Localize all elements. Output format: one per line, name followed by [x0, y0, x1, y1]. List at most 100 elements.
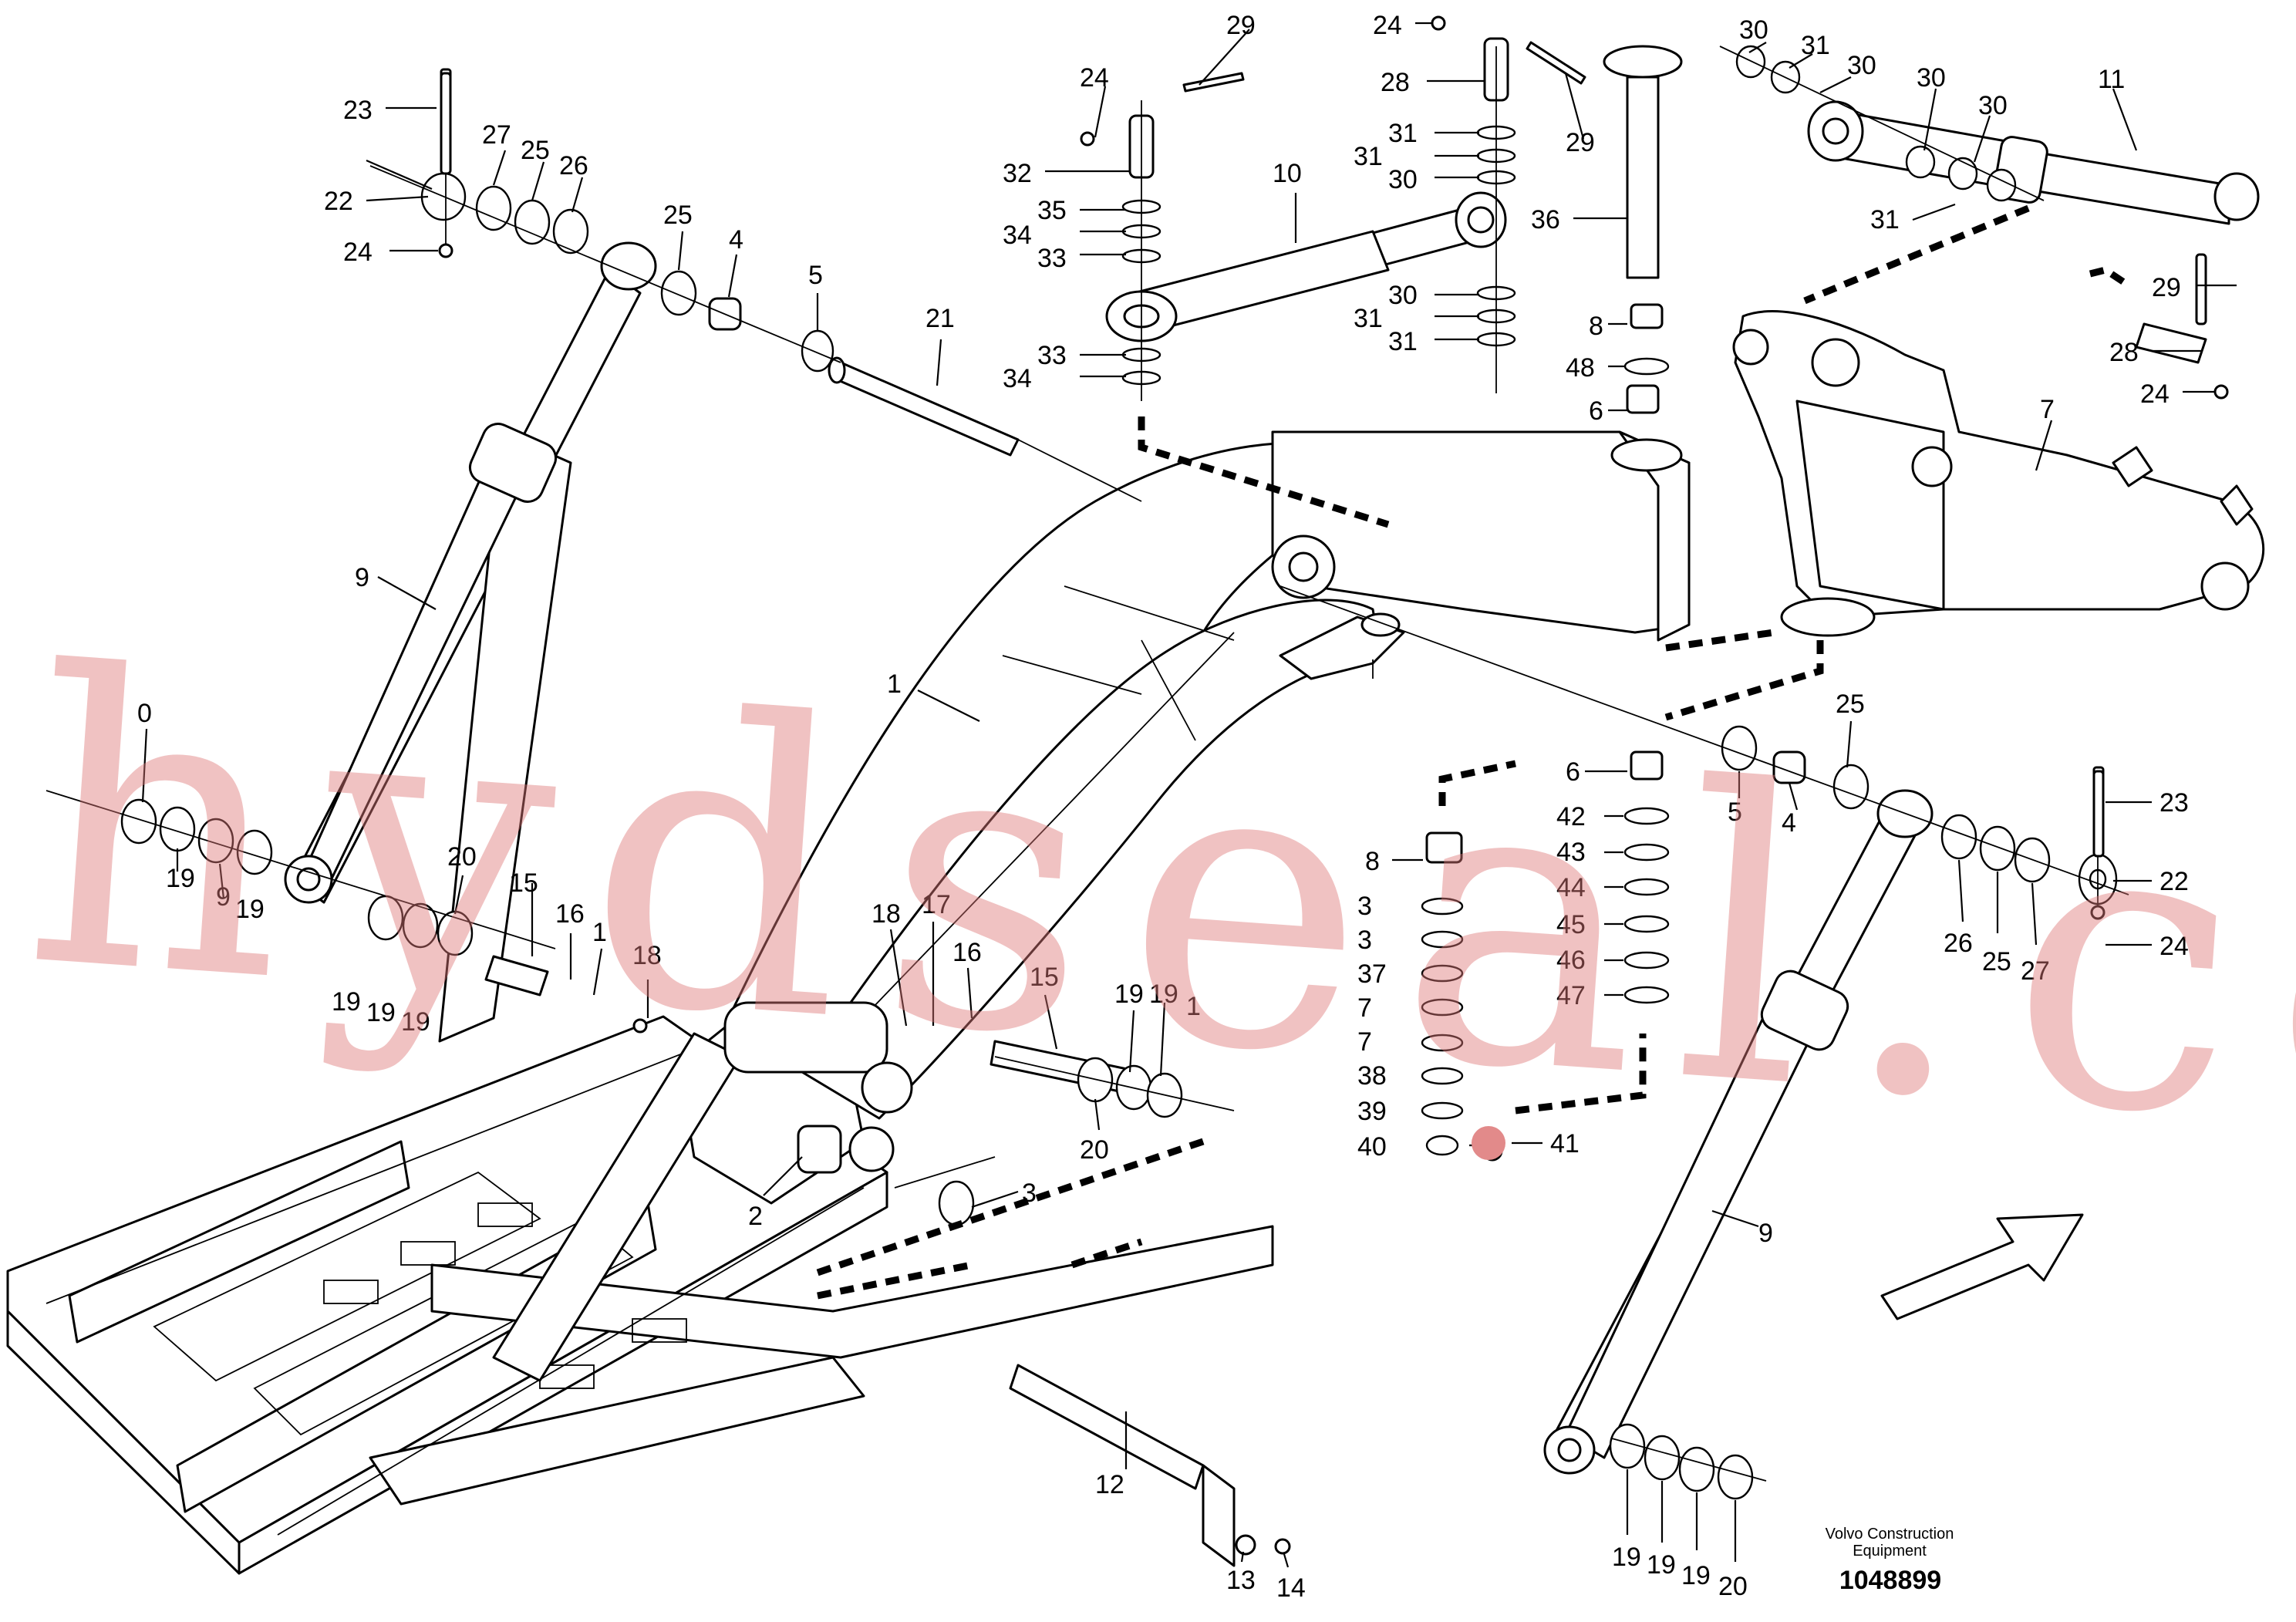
- callout-36: 36: [1531, 205, 1560, 234]
- callout-8: 8: [1365, 847, 1380, 876]
- callout-10: 10: [1273, 159, 1302, 188]
- callout-31: 31: [1870, 205, 1900, 234]
- callout-24: 24: [2159, 932, 2189, 961]
- callout-29: 29: [1226, 11, 1256, 40]
- callout-19: 19: [366, 998, 396, 1027]
- callout-33: 33: [1037, 341, 1067, 370]
- brand-label: Volvo Construction Equipment: [1774, 1526, 2005, 1560]
- callout-7: 7: [1357, 1027, 1372, 1057]
- brand-line-2: Equipment: [1853, 1543, 1927, 1560]
- callout-7: 7: [1357, 993, 1372, 1023]
- callout-31: 31: [1801, 31, 1830, 60]
- callout-19: 19: [1612, 1543, 1641, 1572]
- hose-routing-dashed: [816, 204, 2131, 1300]
- callout-11: 11: [2098, 65, 2125, 94]
- callout-29: 29: [2152, 273, 2181, 302]
- callout-32: 32: [1003, 159, 1032, 188]
- callout-41-dot: [1472, 1126, 1505, 1160]
- callout-13: 13: [1226, 1566, 1256, 1595]
- callout-24: 24: [343, 238, 373, 267]
- callout-25: 25: [1982, 947, 2011, 976]
- callout-31: 31: [1388, 119, 1418, 148]
- callout-34: 34: [1003, 364, 1032, 393]
- callout-19: 19: [1681, 1561, 1711, 1590]
- callout-23: 23: [343, 96, 373, 125]
- callout-39: 39: [1357, 1097, 1387, 1126]
- callout-19: 19: [166, 864, 195, 893]
- callout-9: 9: [216, 882, 231, 912]
- callout-29: 29: [1566, 128, 1595, 157]
- leader-lines: [141, 22, 2237, 1568]
- callout-16: 16: [952, 938, 982, 967]
- callout-45: 45: [1556, 910, 1586, 939]
- callout-31: 31: [1354, 304, 1383, 333]
- callout-23: 23: [2159, 788, 2189, 818]
- callout-8: 8: [1589, 312, 1603, 341]
- callout-19: 19: [235, 895, 265, 924]
- callout-2: 2: [748, 1202, 763, 1231]
- callout-4: 4: [1782, 808, 1796, 838]
- offset-cylinder-10: [1105, 191, 1507, 342]
- callout-3: 3: [1022, 1179, 1037, 1208]
- callout-28: 28: [2109, 338, 2139, 367]
- callout-19: 19: [1114, 980, 1144, 1009]
- callout-21: 21: [925, 304, 955, 333]
- assembly-axes: [46, 46, 2129, 1482]
- callout-6: 6: [1566, 757, 1580, 787]
- callout-48: 48: [1566, 353, 1595, 383]
- callout-6: 6: [1589, 396, 1603, 426]
- callout-44: 44: [1556, 873, 1586, 902]
- callout-5: 5: [808, 261, 823, 290]
- brand-line-1: Volvo Construction: [1825, 1526, 1954, 1543]
- callout-27: 27: [482, 120, 511, 150]
- callout-18: 18: [872, 899, 901, 929]
- callout-22: 22: [2159, 867, 2189, 896]
- boom-cylinder-right: [1543, 789, 1934, 1475]
- callout-15: 15: [1030, 963, 1059, 992]
- callout-15: 15: [509, 868, 538, 898]
- callout-34: 34: [1003, 221, 1032, 250]
- callout-5: 5: [1728, 798, 1742, 827]
- callout-26: 26: [559, 151, 588, 180]
- fasteners: [438, 15, 2229, 1556]
- callout-47: 47: [1556, 981, 1586, 1010]
- callout-24: 24: [1080, 63, 1109, 93]
- callout-4: 4: [729, 225, 743, 255]
- callout-30: 30: [1388, 165, 1418, 194]
- callout-30: 30: [1388, 281, 1418, 310]
- callout-16: 16: [555, 899, 585, 929]
- callout-19: 19: [1647, 1550, 1676, 1580]
- callout-9: 9: [1758, 1219, 1773, 1248]
- callout-24: 24: [1373, 11, 1402, 40]
- callout-7: 7: [2040, 395, 2055, 424]
- callout-35: 35: [1037, 196, 1067, 225]
- callout-20: 20: [1718, 1572, 1748, 1601]
- callout-24: 24: [2140, 379, 2170, 409]
- callout-30: 30: [1978, 91, 2008, 120]
- callout-25: 25: [521, 136, 550, 165]
- callout-1: 1: [592, 918, 607, 947]
- callouts: 29 24 32 35 34 33 33 34 10 24 28 31 31 3…: [137, 11, 2189, 1603]
- callout-20: 20: [1080, 1135, 1109, 1165]
- callout-14: 14: [1276, 1573, 1306, 1603]
- callout-1: 1: [887, 669, 902, 699]
- callout-37: 37: [1357, 959, 1387, 989]
- callout-19: 19: [401, 1007, 430, 1037]
- callout-30: 30: [1739, 15, 1768, 45]
- callout-27: 27: [2021, 956, 2050, 986]
- callout-43: 43: [1556, 838, 1586, 867]
- illustration-reference-number: 1048899: [1839, 1566, 1942, 1595]
- callout-17: 17: [922, 890, 951, 919]
- callout-38: 38: [1357, 1061, 1387, 1091]
- callout-12: 12: [1095, 1470, 1124, 1499]
- callout-30: 30: [1847, 51, 1876, 80]
- callout-46: 46: [1556, 946, 1586, 975]
- callout-9: 9: [355, 563, 369, 592]
- callout-19: 19: [332, 987, 361, 1017]
- callout-1: 1: [1186, 992, 1201, 1021]
- callout-20: 20: [447, 842, 477, 872]
- callout-19: 19: [1149, 980, 1178, 1009]
- callout-3: 3: [1357, 892, 1372, 921]
- boom-cylinder-left: [284, 241, 657, 1043]
